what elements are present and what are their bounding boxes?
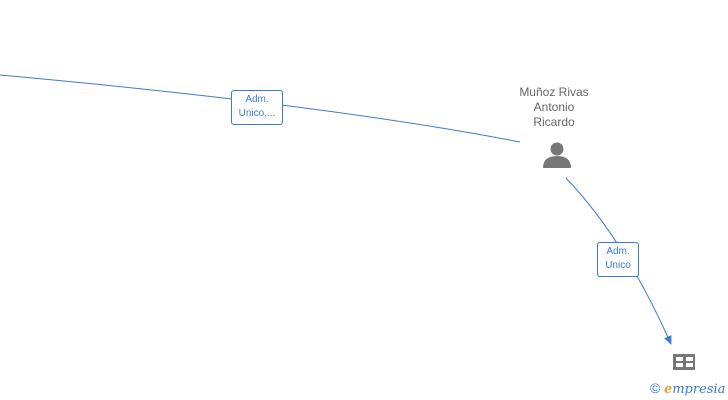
person-name[interactable]: Muñoz Rivas Antonio Ricardo: [504, 85, 604, 130]
person-name-line-3: Ricardo: [533, 115, 575, 129]
brand-initial: e: [663, 382, 673, 397]
copyright-symbol: ©: [650, 380, 661, 396]
edge-label-2-line-2: Unico: [605, 260, 631, 271]
person-name-line-1: Muñoz Rivas: [519, 85, 589, 99]
empresia-watermark: © empresia: [650, 380, 725, 398]
building-icon[interactable]: [673, 354, 695, 370]
person-icon[interactable]: [543, 142, 571, 169]
brand-name: mpresia: [672, 382, 726, 397]
edge-label-1[interactable]: Adm. Unico,...: [231, 90, 283, 125]
edge-label-2[interactable]: Adm. Unico: [597, 242, 639, 277]
edge-label-1-line-2: Unico,...: [238, 108, 276, 119]
edge-line-1: [0, 74, 521, 143]
edge-label-1-line-1: Adm.: [245, 94, 269, 105]
edge-label-2-line-1: Adm.: [606, 246, 630, 257]
person-name-line-2: Antonio: [533, 100, 575, 114]
